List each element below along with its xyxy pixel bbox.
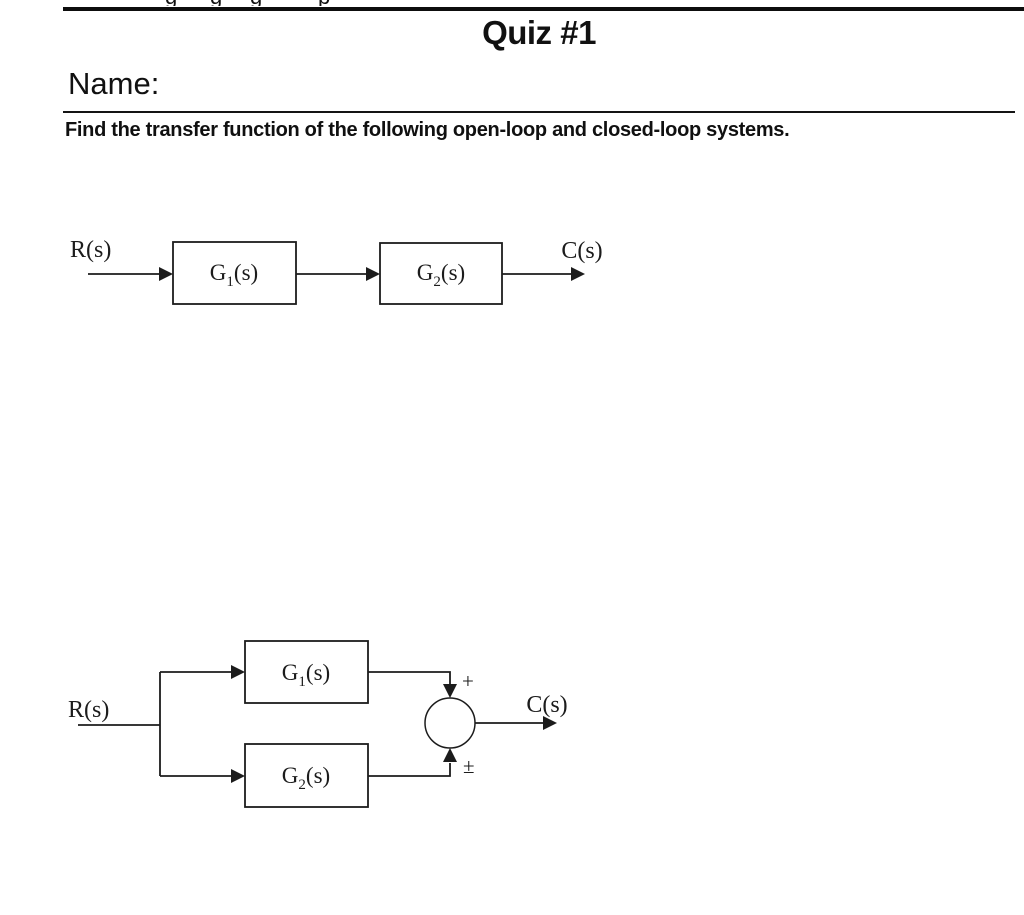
name-label: Name:	[68, 66, 160, 101]
arrowhead	[543, 716, 557, 730]
block-g1-label: G1(s)	[282, 660, 330, 690]
parallel-diagram: R(s) G1(s) G2(s) + ± C(s)	[68, 640, 568, 808]
g1-suffix: (s)	[234, 260, 258, 285]
cutoff-glyph: g	[210, 0, 222, 6]
block-g2-label: G2(s)	[417, 260, 465, 290]
g1-base: G	[210, 260, 227, 285]
g1-base: G	[282, 660, 299, 685]
block-g2-label: G2(s)	[282, 763, 330, 793]
g1-suffix: (s)	[306, 660, 330, 685]
arrowhead	[366, 267, 380, 281]
g2-subscript: 2	[433, 274, 441, 290]
arrowhead	[159, 267, 173, 281]
cutoff-glyph: g	[250, 0, 262, 6]
top-rule	[63, 7, 1024, 11]
name-underline	[63, 111, 1015, 113]
cutoff-glyph: g	[165, 0, 177, 6]
arrowhead	[231, 769, 245, 783]
arrowhead-down	[443, 684, 457, 698]
input-label: R(s)	[70, 237, 111, 263]
arrowhead	[571, 267, 585, 281]
g2-suffix: (s)	[306, 763, 330, 788]
g2-subscript: 2	[298, 777, 306, 793]
arrowhead	[231, 665, 245, 679]
upper-connector-line	[368, 671, 451, 685]
g2-base: G	[417, 260, 434, 285]
g2-base: G	[282, 763, 299, 788]
output-label: C(s)	[526, 692, 567, 718]
lower-connector-line	[368, 763, 451, 777]
open-loop-diagram: R(s) G1(s) G2(s) C(s)	[70, 237, 603, 305]
arrowhead-up	[443, 748, 457, 762]
cutoff-glyph: p	[318, 0, 330, 6]
output-label: C(s)	[561, 238, 602, 264]
block-g1-label: G1(s)	[210, 260, 258, 290]
sum-plus-sign: +	[462, 669, 474, 693]
cutoff-header-text: g g g p	[160, 0, 380, 6]
block-g1	[172, 241, 297, 305]
instruction-text: Find the transfer function of the follow…	[65, 119, 790, 141]
summing-junction	[424, 697, 476, 749]
g2-suffix: (s)	[441, 260, 465, 285]
g1-subscript: 1	[298, 674, 306, 690]
page-title: Quiz #1	[482, 14, 596, 51]
g1-subscript: 1	[226, 274, 234, 290]
sum-plusminus-sign: ±	[463, 754, 475, 778]
input-label: R(s)	[68, 697, 109, 723]
